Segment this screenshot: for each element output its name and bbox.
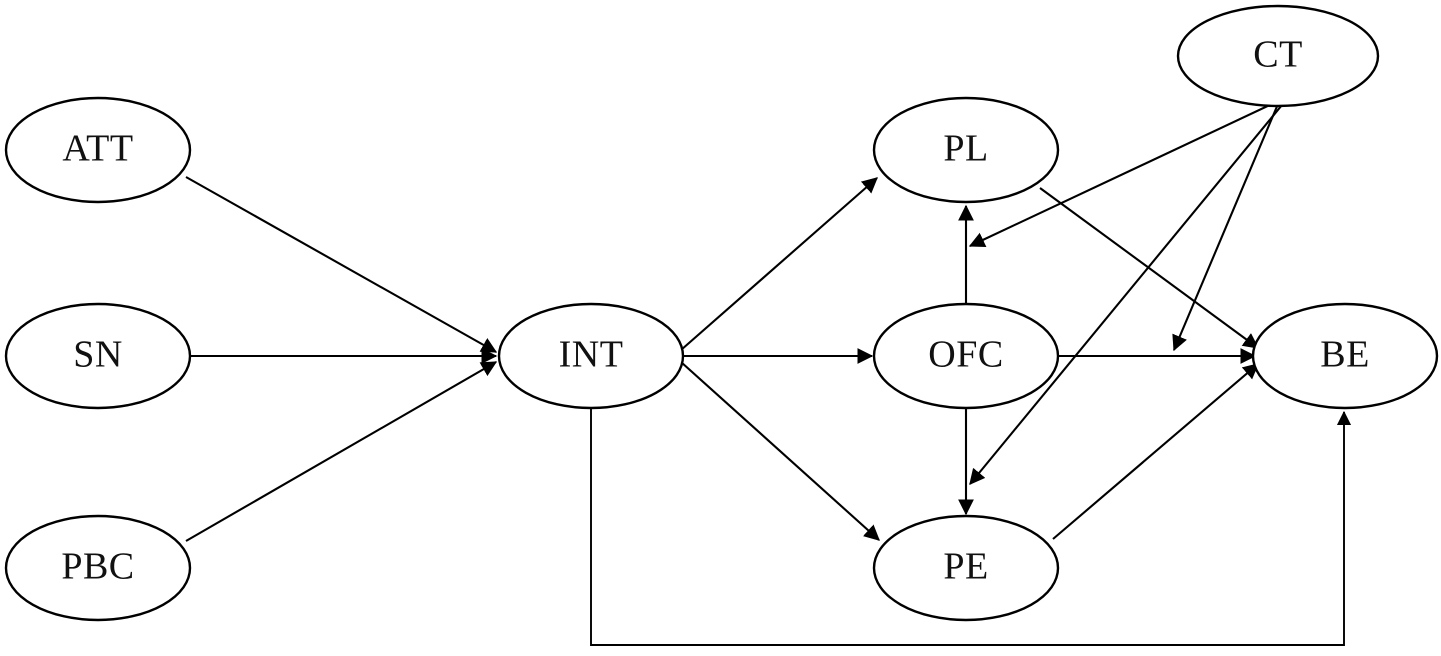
- node-int-label: INT: [559, 334, 624, 376]
- edge-int-to-pl: [680, 177, 878, 351]
- node-pe-label: PE: [943, 546, 988, 588]
- edge-ct-moderates-ofc-pl: [968, 103, 1273, 247]
- node-att-ellipse[interactable]: [4, 96, 192, 204]
- node-ofc-label: OFC: [928, 334, 1003, 376]
- node-pl[interactable]: PL: [872, 96, 1060, 204]
- node-ct-ellipse[interactable]: [1176, 4, 1380, 108]
- edges-layer: [185, 103, 1352, 646]
- node-pl-label: PL: [943, 128, 988, 170]
- node-pbc-ellipse[interactable]: [4, 514, 192, 622]
- node-att-label: ATT: [62, 128, 133, 170]
- node-int-ellipse[interactable]: [497, 302, 685, 410]
- edge-pe-to-be: [1052, 363, 1259, 540]
- node-ct-label: CT: [1253, 34, 1303, 76]
- nodes-layer: ATT SN PBC INT PL OFC: [4, 4, 1439, 622]
- node-sn-ellipse[interactable]: [4, 302, 192, 410]
- edge-int-to-pe: [680, 361, 880, 541]
- edge-ct-moderates-ofc-pe: [969, 104, 1283, 485]
- node-ct[interactable]: CT: [1176, 4, 1380, 108]
- node-pe-ellipse[interactable]: [872, 514, 1060, 622]
- node-sn[interactable]: SN: [4, 302, 192, 410]
- edge-pbc-to-int: [185, 361, 498, 542]
- node-be-ellipse[interactable]: [1251, 302, 1439, 410]
- edge-att-to-int: [185, 176, 498, 353]
- node-int[interactable]: INT: [497, 302, 685, 410]
- node-att[interactable]: ATT: [4, 96, 192, 204]
- node-pe[interactable]: PE: [872, 514, 1060, 622]
- edge-int-to-be-feedback: [590, 408, 1352, 646]
- node-pbc-label: PBC: [61, 546, 134, 588]
- node-ofc[interactable]: OFC: [872, 302, 1060, 410]
- edge-ct-moderates-ofc-be: [1172, 103, 1279, 352]
- node-pl-ellipse[interactable]: [872, 96, 1060, 204]
- node-be[interactable]: BE: [1251, 302, 1439, 410]
- node-ofc-ellipse[interactable]: [872, 302, 1060, 410]
- node-be-label: BE: [1320, 334, 1370, 376]
- node-pbc[interactable]: PBC: [4, 514, 192, 622]
- node-sn-label: SN: [73, 334, 123, 376]
